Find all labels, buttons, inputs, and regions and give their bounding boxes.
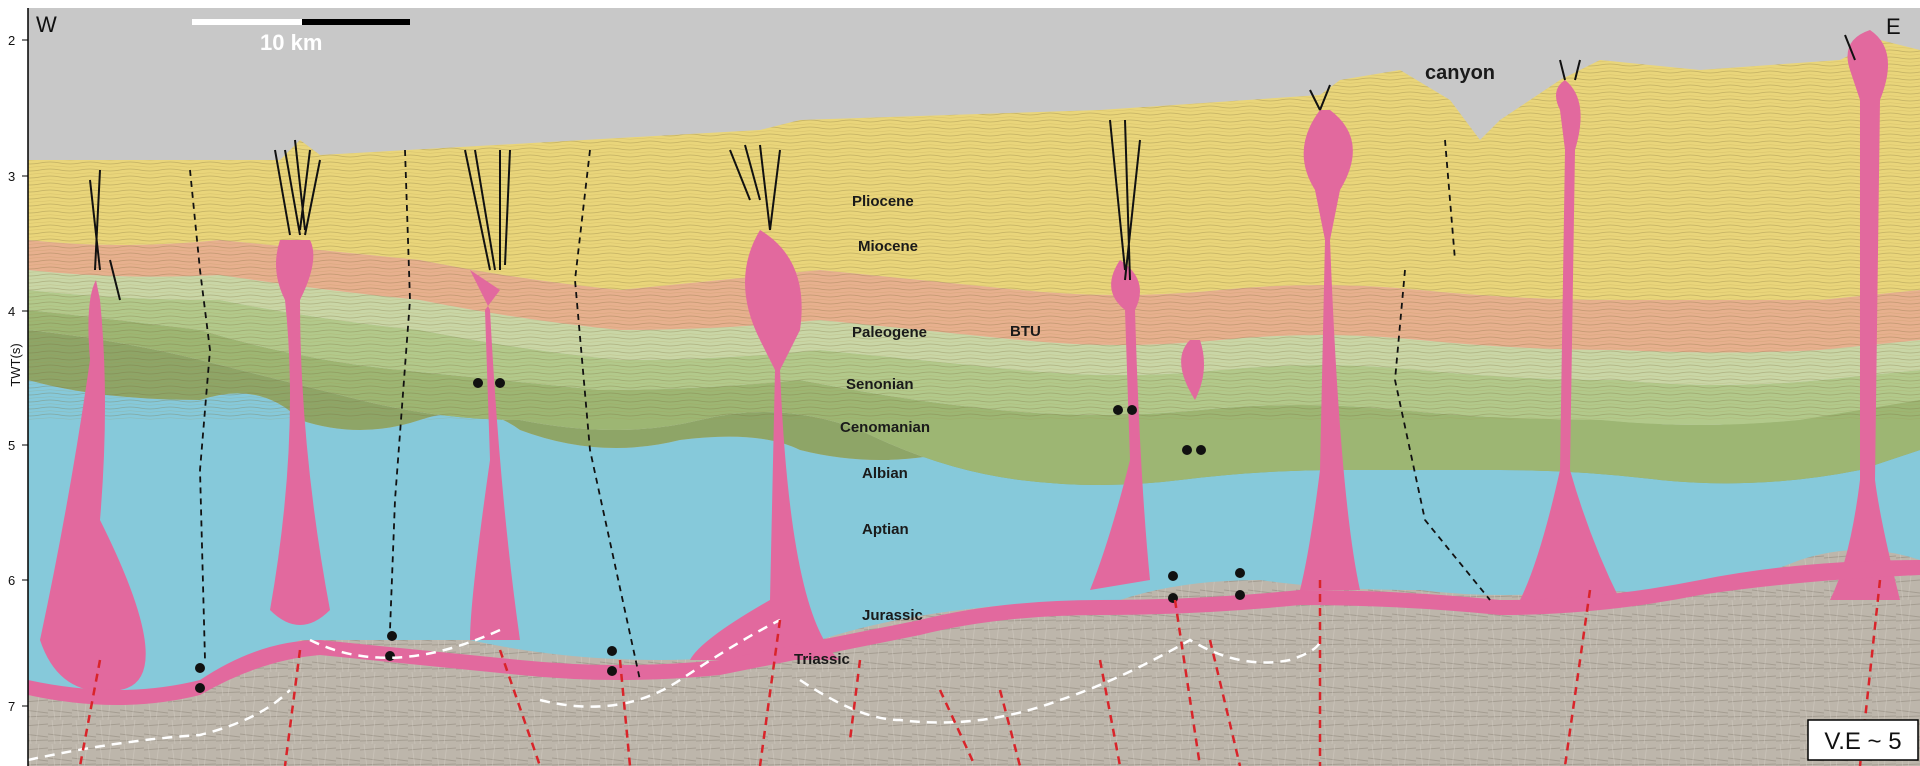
- west-label: W: [36, 12, 57, 37]
- unit-label-miocene: Miocene: [858, 238, 918, 255]
- y-tick-6: 6: [8, 573, 15, 588]
- unit-label-cenomanian: Cenomanian: [840, 419, 930, 436]
- scale-bar-label: 10 km: [260, 30, 322, 55]
- unit-label-pliocene: Pliocene: [852, 193, 914, 210]
- y-tick-5: 5: [8, 438, 15, 453]
- unit-label-triassic: Triassic: [794, 651, 850, 668]
- unit-label-jurassic: Jurassic: [862, 607, 923, 624]
- canyon-label: canyon: [1425, 62, 1495, 84]
- unit-label-albian: Albian: [862, 465, 908, 482]
- unit-label-paleogene: Paleogene: [852, 324, 927, 341]
- vertical-exaggeration-box: V.E ~ 5: [1808, 720, 1918, 760]
- east-label: E: [1886, 14, 1901, 39]
- unit-label-aptian: Aptian: [862, 521, 909, 538]
- btu-label: BTU: [1010, 323, 1041, 340]
- scale-bar-white: [192, 19, 302, 25]
- scale-bar-black: [302, 19, 410, 25]
- y-tick-7: 7: [8, 699, 15, 714]
- y-tick-2: 2: [8, 33, 15, 48]
- y-axis: 2 3 4 5 6 7 TWT(s): [8, 8, 28, 766]
- y-tick-4: 4: [8, 304, 15, 319]
- y-tick-3: 3: [8, 169, 15, 184]
- ve-label: V.E ~ 5: [1824, 728, 1901, 755]
- unit-label-senonian: Senonian: [846, 376, 914, 393]
- y-axis-title: TWT(s): [8, 343, 23, 386]
